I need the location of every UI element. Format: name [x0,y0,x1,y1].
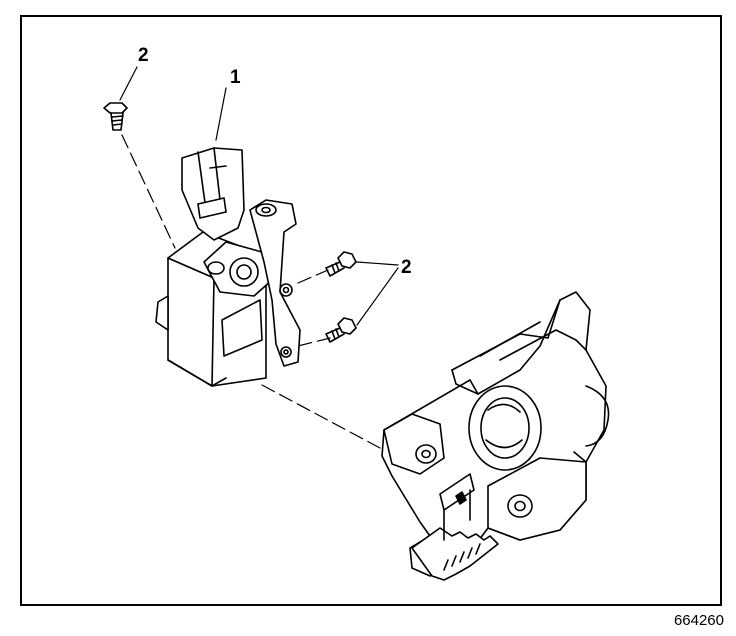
callout-2-right: 2 [401,257,412,278]
callout-2-top: 2 [138,45,149,66]
caliper-housing [381,291,610,581]
figure-frame [20,15,722,606]
screw-top [103,102,128,131]
figure-number: 664260 [673,612,724,629]
leader-lines [119,66,399,326]
bracket-assembly [155,147,301,387]
callout-1: 1 [230,67,241,88]
screw-right-lower [325,317,357,343]
alignment-lines [121,134,381,449]
screw-right-upper [325,251,357,277]
